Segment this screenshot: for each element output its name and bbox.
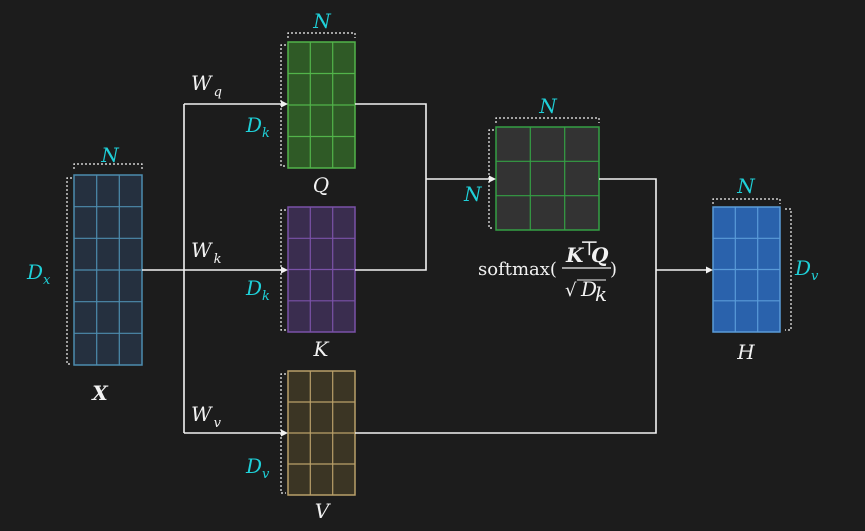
h-height-label: Dv bbox=[794, 256, 819, 284]
h-width-bracket bbox=[712, 198, 781, 204]
h-width-label: N bbox=[736, 174, 756, 198]
attention-height-label: N bbox=[463, 182, 483, 206]
q-matrix-label: Q bbox=[313, 173, 329, 197]
k-matrix-label: K bbox=[313, 337, 330, 361]
svg-text:k: k bbox=[595, 282, 607, 306]
connection-wires bbox=[142, 100, 713, 437]
q-width-bracket bbox=[287, 32, 356, 38]
matrix-k bbox=[287, 206, 356, 333]
svg-text:softmax(: softmax( bbox=[478, 259, 557, 280]
matrix-h bbox=[712, 206, 781, 333]
q-width-label: N bbox=[312, 9, 332, 33]
svg-text:√: √ bbox=[565, 280, 577, 301]
v-height-label: Dv bbox=[245, 454, 270, 482]
attention-width-label: N bbox=[538, 94, 558, 118]
x-matrix-label: X bbox=[90, 381, 109, 405]
svg-text:): ) bbox=[610, 259, 617, 280]
x-width-label: N bbox=[100, 143, 120, 167]
q-height-label: Dk bbox=[245, 113, 270, 141]
matrix-v bbox=[287, 370, 356, 496]
softmax-formula: softmax( K ⊤ Q √ D k ) bbox=[478, 236, 617, 306]
svg-text:⊤: ⊤ bbox=[580, 236, 599, 260]
svg-text:K: K bbox=[565, 243, 585, 267]
matrix-q bbox=[287, 41, 356, 169]
svg-text:Q: Q bbox=[591, 243, 609, 267]
h-matrix-label: H bbox=[736, 340, 755, 364]
matrix-x bbox=[73, 174, 143, 366]
x-height-bracket bbox=[66, 177, 72, 365]
v-matrix-label: V bbox=[315, 499, 332, 523]
x-height-label: Dx bbox=[26, 260, 51, 288]
k-height-label: Dk bbox=[245, 276, 270, 304]
matrix-attention bbox=[495, 126, 600, 231]
svg-text:D: D bbox=[580, 277, 597, 301]
attention-width-bracket bbox=[495, 117, 600, 123]
h-height-bracket bbox=[785, 208, 792, 331]
